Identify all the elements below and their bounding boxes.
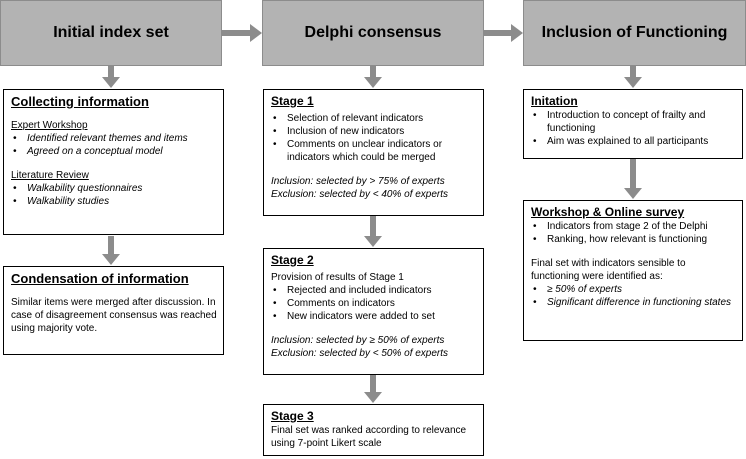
stage1-exclusion: Exclusion: selected by < 40% of experts (271, 189, 449, 200)
arrow-down-c1-1 (102, 66, 120, 88)
stage2-item: Rejected and included indicators (271, 284, 477, 297)
stage2-title: Stage 2 (271, 253, 314, 267)
condensation-box: Condensation of information Similar item… (3, 266, 224, 355)
stage1-inclusion: Inclusion: selected by > 75% of experts (271, 176, 445, 187)
stage1-title: Stage 1 (271, 94, 314, 108)
literature-item: Walkability questionnaires (11, 182, 217, 195)
stage2-exclusion: Exclusion: selected by < 50% of experts (271, 348, 449, 359)
header-delphi-consensus: Delphi consensus (262, 0, 484, 66)
literature-item: Walkability studies (11, 195, 217, 208)
stage2-item: Comments on indicators (271, 297, 477, 310)
arrow-down-c1-2 (102, 236, 120, 265)
expert-workshop-title: Expert Workshop (11, 120, 88, 131)
workshop-survey-item: Ranking, how relevant is functioning (531, 233, 736, 246)
stage3-title: Stage 3 (271, 409, 314, 423)
collecting-information-box: Collecting information Expert Workshop I… (3, 89, 224, 235)
arrow-down-c2-3 (364, 375, 382, 403)
header-inclusion-of-functioning: Inclusion of Functioning (523, 0, 746, 66)
stage1-item: Selection of relevant indicators (271, 112, 477, 125)
condensation-title: Condensation of information (11, 271, 189, 286)
arrow-down-c2-1 (364, 66, 382, 88)
workshop-item: Agreed on a conceptual model (11, 145, 217, 158)
workshop-survey-title: Workshop & Online survey (531, 205, 685, 219)
criteria-item: Significant difference in functioning st… (531, 296, 736, 309)
workshop-survey-item: Indicators from stage 2 of the Delphi (531, 220, 736, 233)
condensation-text: Similar items were merged after discussi… (11, 297, 217, 334)
workshop-item: Identified relevant themes and items (11, 132, 217, 145)
stage1-item: Comments on unclear indicators or indica… (271, 138, 477, 164)
arrow-right-2 (484, 24, 523, 42)
stage2-inclusion: Inclusion: selected by ≥ 50% of experts (271, 335, 445, 346)
arrow-right-1 (222, 24, 262, 42)
stage3-text: Final set was ranked according to releva… (271, 425, 467, 449)
stage1-item: Inclusion of new indicators (271, 125, 477, 138)
criteria-item: ≥ 50% of experts (531, 283, 736, 296)
collecting-information-title: Collecting information (11, 94, 149, 109)
initiation-title: Initation (531, 94, 578, 108)
header-initial-index-set: Initial index set (0, 0, 222, 66)
arrow-down-c3-1 (624, 66, 642, 88)
workshop-survey-text: Final set with indicators sensible to fu… (531, 258, 686, 282)
literature-review-title: Literature Review (11, 170, 89, 181)
arrow-down-c3-2 (624, 159, 642, 199)
arrow-down-c2-2 (364, 216, 382, 247)
initiation-item: Aim was explained to all participants (531, 135, 736, 148)
stage1-box: Stage 1 Selection of relevant indicators… (263, 89, 484, 216)
initiation-box: Initation Introduction to concept of fra… (523, 89, 743, 159)
stage2-box: Stage 2 Provision of results of Stage 1 … (263, 248, 484, 375)
stage3-box: Stage 3 Final set was ranked according t… (263, 404, 484, 456)
workshop-survey-box: Workshop & Online survey Indicators from… (523, 200, 743, 341)
stage2-item: New indicators were added to set (271, 310, 477, 323)
initiation-item: Introduction to concept of frailty and f… (531, 109, 736, 135)
stage2-intro: Provision of results of Stage 1 (271, 272, 404, 283)
